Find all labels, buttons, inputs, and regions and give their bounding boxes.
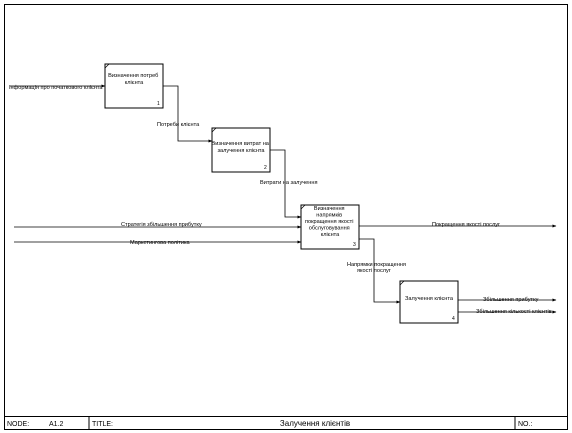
- box-3-line-3: покращення якості: [305, 219, 353, 225]
- box-3-number: 3: [353, 242, 356, 248]
- box-3-line-1: Визначення: [314, 206, 345, 212]
- arrow-costs[interactable]: Витрати на залучення: [260, 149, 317, 219]
- svg-text:Інформація про початкового клі: Інформація про початкового клієнта: [9, 85, 103, 91]
- svg-text:Витрати на залучення: Витрати на залучення: [260, 180, 317, 186]
- arrow-strategy[interactable]: Стратегія збільшення прибутку: [14, 222, 302, 229]
- svg-text:Маркетингова політика: Маркетингова політика: [130, 240, 191, 246]
- svg-text:Визначення напрямків: Визначення напрямків покращення якості о…: [305, 206, 355, 238]
- box-2-line-1: Визначення витрат на: [212, 141, 270, 147]
- activity-box-4[interactable]: Залучення клієнта 4: [399, 280, 459, 324]
- svg-text:Напрямки покращення: Напрямки покращення: [347, 262, 406, 268]
- svg-text:Покращення якості послуг: Покращення якості послуг: [432, 222, 500, 228]
- box-3-line-5: клієнта: [321, 232, 340, 238]
- footer-node-label: NODE:: [7, 421, 29, 428]
- arrow-input-info[interactable]: Інформація про початкового клієнта: [9, 84, 106, 91]
- arrow-marketing[interactable]: Маркетингова політика: [14, 240, 302, 246]
- svg-text:Визначення витрат на зал: Визначення витрат на залучення клієнта: [212, 141, 271, 154]
- footer-node-value: A1.2: [49, 421, 64, 428]
- box-4-number: 4: [452, 316, 455, 322]
- box-1-number: 1: [157, 101, 160, 107]
- arrow-improvement-directions[interactable]: Напрямки покращення якості послуг: [347, 238, 406, 304]
- box-2-number: 2: [264, 165, 267, 171]
- svg-text:Стратегія збільшення прибутку: Стратегія збільшення прибутку: [121, 222, 202, 228]
- svg-text:Визначення потреб клієнт: Визначення потреб клієнта: [108, 73, 160, 86]
- box-3-line-2: напрямків: [316, 213, 342, 219]
- footer-title-value: Залучення клієнтів: [280, 419, 350, 428]
- arrow-quality-output[interactable]: Покращення якості послуг: [359, 222, 557, 228]
- box-4-line-1: Залучення клієнта: [405, 296, 454, 302]
- activity-box-3[interactable]: Визначення напрямків покращення якості о…: [300, 204, 360, 250]
- svg-text:Потреби клієнта: Потреби клієнта: [157, 122, 200, 128]
- svg-text:Збільшення прибутку: Збільшення прибутку: [483, 297, 539, 303]
- svg-text:якості послуг: якості послуг: [357, 268, 391, 274]
- box-1-line-1: Визначення потреб: [108, 73, 158, 79]
- activity-box-2[interactable]: Визначення витрат на залучення клієнта 2: [211, 127, 271, 173]
- arrow-client-needs[interactable]: Потреби клієнта: [157, 85, 213, 143]
- arrow-profit-growth[interactable]: Збільшення прибутку: [458, 297, 557, 303]
- box-2-line-2: залучення клієнта: [217, 148, 265, 154]
- footer-title-label: TITLE:: [92, 421, 113, 428]
- box-3-line-4: обслуговування: [309, 226, 350, 232]
- activity-box-1[interactable]: Визначення потреб клієнта 1: [104, 63, 164, 109]
- arrow-clients-growth[interactable]: Збільшення кількості клієнтів: [458, 309, 557, 315]
- svg-text:Збільшення кількості клієнтів: Збільшення кількості клієнтів: [476, 309, 552, 315]
- diagram-footer: NODE: A1.2 TITLE: Залучення клієнтів NO.…: [4, 416, 568, 430]
- box-1-line-2: клієнта: [125, 80, 144, 86]
- footer-no-label: NO.:: [518, 421, 532, 428]
